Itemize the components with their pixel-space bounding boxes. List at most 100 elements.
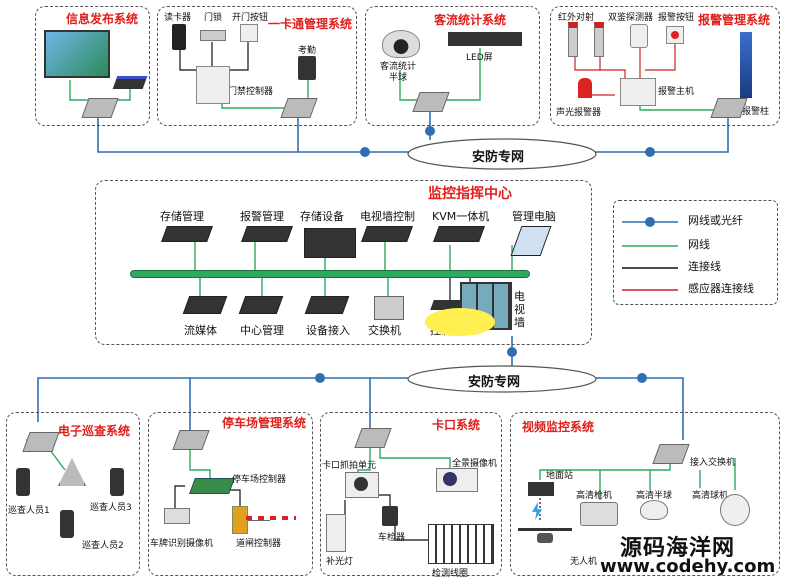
bullet-camera-icon — [580, 502, 618, 526]
capture-unit-label: 卡口抓拍单元 — [322, 461, 377, 471]
alarm-pillar-label: 报警柱 — [742, 107, 770, 117]
watermark-url: www.codehy.com — [600, 556, 776, 577]
attendance-icon — [298, 56, 316, 80]
center-bottom-label: 设备接入 — [306, 324, 350, 337]
infrared-label: 红外对射 — [558, 13, 595, 23]
fiber-line — [97, 118, 410, 153]
siren-label: 声光报警器 — [556, 108, 602, 118]
tv-wall-label: 电 视 墙 — [514, 290, 525, 329]
fill-light-label: 补光灯 — [326, 557, 354, 567]
flow-system-title: 客流统计系统 — [434, 13, 507, 27]
kvm-icon — [433, 226, 485, 242]
alarm-pillar-icon — [740, 32, 752, 98]
fill-light-icon — [326, 514, 346, 552]
tvwall-controller-icon — [361, 226, 413, 242]
legend-item: 感应器连接线 — [620, 281, 775, 295]
door-lock-icon — [200, 30, 226, 41]
patrol-person-label: 巡查人员3 — [90, 503, 132, 513]
legend-item: 网线 — [620, 237, 775, 251]
lightning-icon — [532, 502, 542, 520]
gate-system-box — [320, 412, 502, 576]
center-top-label: 存储管理 — [160, 210, 204, 223]
streaming-icon — [182, 296, 228, 314]
switch-icon — [374, 296, 404, 320]
parking-controller-icon — [189, 478, 235, 494]
patrol-person-label: 巡查人员2 — [82, 541, 124, 551]
open-button-label: 开门按钮 — [232, 13, 269, 23]
center-bottom-label: 流媒体 — [184, 324, 217, 337]
center-bottom-label: 交换机 — [368, 324, 401, 337]
storage-device-icon — [304, 228, 356, 258]
alarm-host-label: 报警主机 — [658, 87, 695, 97]
handheld-reader-icon — [110, 468, 124, 496]
legend-item: 网线或光纤 — [620, 213, 775, 227]
parking-system-box — [148, 412, 313, 576]
device-access-icon — [304, 296, 350, 314]
gate-system-title: 卡口系统 — [432, 418, 481, 432]
watermark-text: 源码海洋网 — [620, 536, 736, 561]
dual-detector-icon — [630, 24, 648, 48]
keyboard-highlight — [425, 308, 495, 336]
center-top-label: 管理电脑 — [512, 210, 556, 223]
command-center-box — [95, 180, 592, 345]
tv-wall-icon — [460, 282, 512, 330]
attendance-label: 考勤 — [298, 46, 317, 56]
command-center-title: 监控指挥中心 — [428, 186, 512, 202]
siren-icon — [578, 78, 592, 98]
door-lock-label: 门锁 — [204, 13, 223, 23]
alarm-manager-icon — [241, 226, 293, 242]
ground-station-icon — [528, 482, 554, 496]
flow-dome-label: 客流统计 半球 — [380, 62, 417, 83]
barrier-controller-label: 道闸控制器 — [236, 539, 282, 549]
dual-detector-label: 双鉴探测器 — [608, 13, 654, 23]
legend-label: 网线或光纤 — [688, 214, 743, 227]
alarm-button-icon — [666, 26, 684, 44]
parking-system-title: 停车场管理系统 — [222, 416, 307, 430]
info-system-box — [35, 6, 150, 126]
handheld-reader-icon — [60, 510, 74, 538]
storage-manager-icon — [161, 226, 213, 242]
legend: 网线或光纤 网线 连接线 感应器连接线 — [613, 200, 778, 305]
open-button-icon — [240, 24, 258, 42]
center-top-label: KVM一体机 — [432, 210, 490, 223]
led-screen-label: LED屏 — [466, 53, 493, 63]
legend-item: 连接线 — [620, 259, 775, 273]
alarm-system-box — [550, 6, 780, 126]
alarm-host-icon — [620, 78, 656, 106]
parking-controller-label: 停车场控制器 — [232, 475, 287, 485]
infrared-icon — [594, 22, 604, 57]
bus-bar — [130, 270, 530, 278]
network-cloud-icon — [407, 365, 597, 393]
lpr-camera-label: 车牌识别摄像机 — [150, 539, 214, 549]
dome-camera-icon — [382, 30, 420, 58]
legend-label: 感应器连接线 — [688, 282, 754, 295]
barrier-gate-icon — [232, 506, 248, 534]
flow-system-box — [365, 6, 540, 126]
panorama-camera-label: 全景摄像机 — [452, 459, 498, 469]
info-system-title: 信息发布系统 — [66, 12, 139, 26]
cloud-label: 安防专网 — [472, 150, 525, 165]
hd-dome-icon — [640, 500, 668, 520]
drone-label: 无人机 — [570, 557, 598, 567]
ground-station-label: 地面站 — [546, 471, 574, 481]
alarm-button-label: 报警按钮 — [658, 13, 695, 23]
lpr-camera-icon — [164, 508, 190, 524]
center-top-label: 存储设备 — [300, 210, 344, 223]
loop-detector-icon — [428, 524, 494, 564]
led-screen-icon — [448, 32, 522, 46]
barrier-arm-icon — [246, 516, 296, 520]
handheld-reader-icon — [16, 468, 30, 496]
vehicle-detector-label: 车检器 — [378, 533, 406, 543]
infrared-icon — [568, 22, 578, 57]
cloud-label: 安防专网 — [468, 375, 521, 390]
card-system-title: 一卡通管理系统 — [268, 17, 353, 31]
center-top-label: 报警管理 — [240, 210, 284, 223]
card-reader-label: 读卡器 — [164, 13, 192, 23]
legend-label: 网线 — [688, 238, 710, 251]
card-reader-icon — [172, 24, 186, 50]
access-controller-icon — [196, 66, 230, 104]
legend-label: 连接线 — [688, 260, 721, 273]
drone-icon — [518, 528, 572, 547]
network-cloud-icon — [407, 138, 597, 170]
center-top-label: 电视墙控制 — [360, 210, 415, 223]
